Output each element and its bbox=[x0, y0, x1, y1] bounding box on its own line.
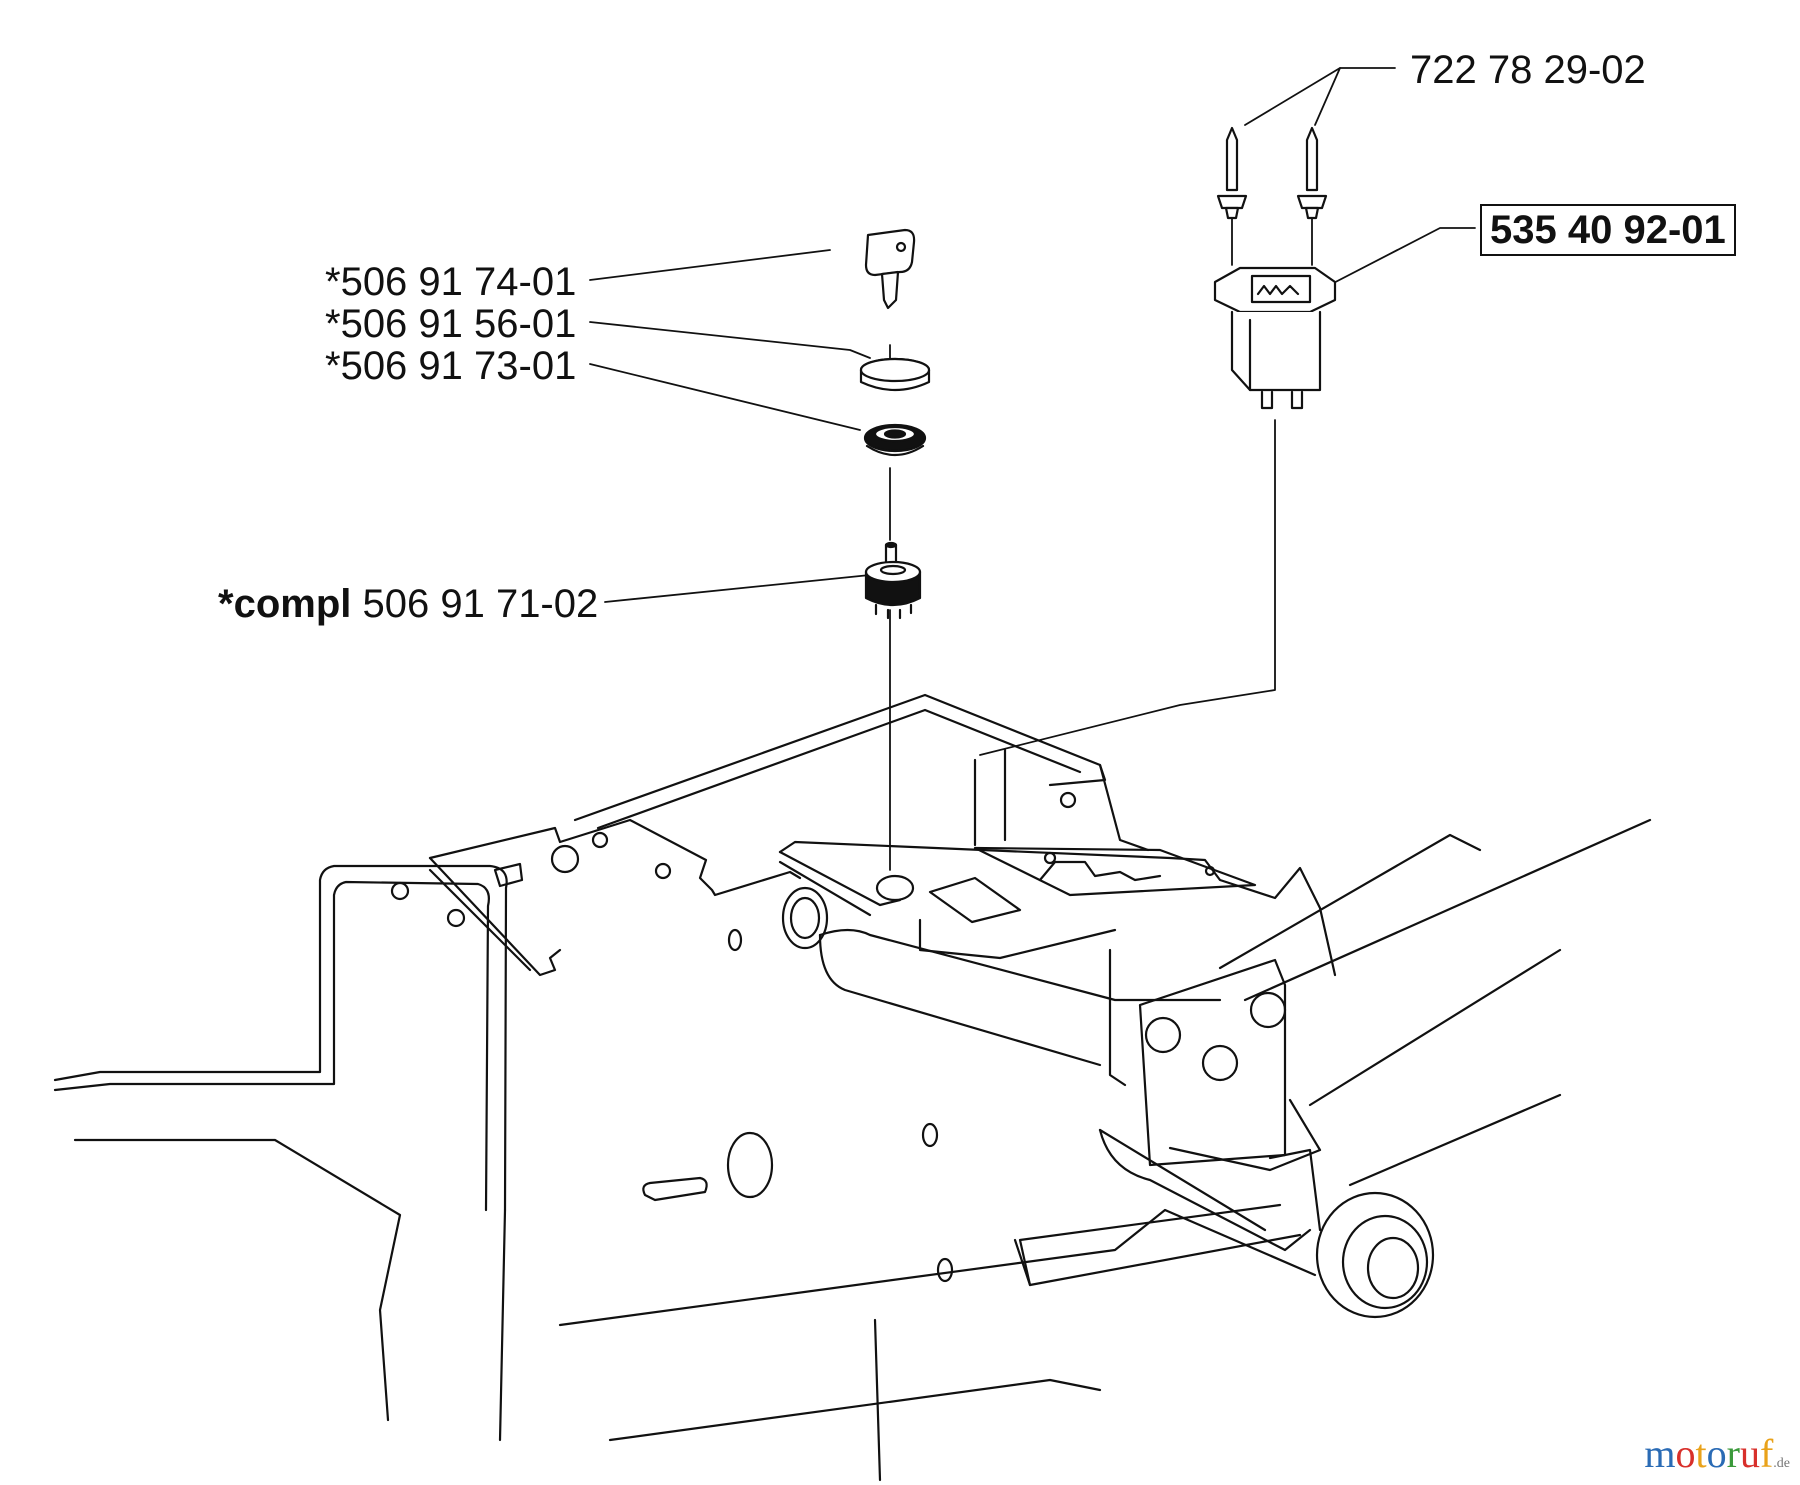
label-nut: *506 91 73-01 bbox=[325, 344, 577, 388]
safety-switch-part bbox=[1213, 266, 1337, 410]
label-switch: 535 40 92-01 bbox=[1480, 204, 1736, 256]
cap-part bbox=[859, 357, 931, 392]
label-key: *506 91 74-01 bbox=[325, 260, 577, 304]
watermark-letter: f bbox=[1759, 1431, 1774, 1476]
label-ignition-number: 506 91 71-02 bbox=[362, 582, 599, 626]
leader-lines bbox=[589, 67, 1476, 871]
label-cap: *506 91 56-01 bbox=[325, 302, 577, 346]
screws-part bbox=[1216, 126, 1328, 220]
nut-part bbox=[863, 423, 927, 457]
watermark-letter: r bbox=[1726, 1431, 1740, 1476]
watermark-letters: motoruf bbox=[1644, 1431, 1773, 1476]
watermark-letter: o bbox=[1706, 1431, 1727, 1476]
watermark-letter: m bbox=[1644, 1431, 1676, 1476]
label-screws: 722 78 29-02 bbox=[1410, 48, 1646, 92]
watermark-letter: t bbox=[1695, 1431, 1707, 1476]
watermark-letter: o bbox=[1675, 1431, 1696, 1476]
watermark-letter: u bbox=[1739, 1431, 1760, 1476]
mower-chassis bbox=[53, 693, 1652, 1482]
label-ignition-switch: *compl 506 91 71-02 bbox=[218, 584, 598, 624]
label-ignition-prefix: *compl bbox=[218, 582, 352, 626]
key-part bbox=[864, 228, 916, 310]
watermark-suffix: .de bbox=[1773, 1456, 1790, 1471]
ignition-switch-part bbox=[864, 541, 922, 620]
watermark-logo: motoruf.de bbox=[1644, 1430, 1790, 1477]
